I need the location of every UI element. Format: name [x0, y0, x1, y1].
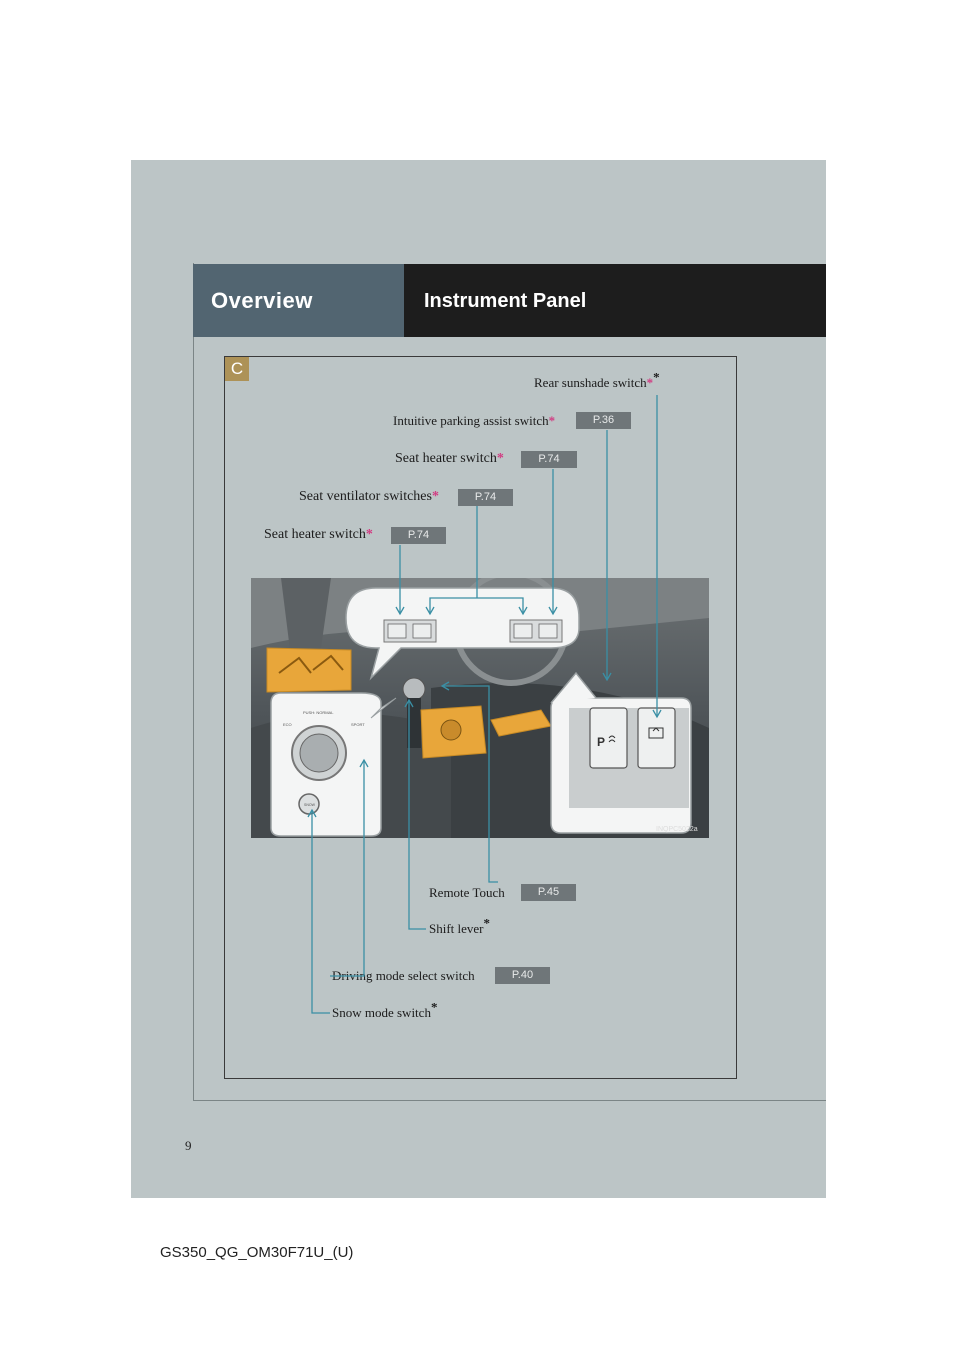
callout-label: Intuitive parking assist switch: [393, 413, 549, 428]
knob-label-sport: SPORT: [351, 722, 365, 727]
callout-rear-sunshade-switch: Rear sunshade switch**: [534, 371, 660, 391]
callout-label: Driving mode select switch: [332, 968, 475, 983]
image-reference-code: INQPC5022a: [656, 826, 698, 833]
page-number: 9: [185, 1138, 192, 1153]
callout-seat-heater-switch-left: Seat heater switch*: [264, 527, 373, 543]
callout-shift-lever: Shift lever*: [429, 917, 490, 937]
console-illustration: PUSH: NORMAL ECO SPORT SNOW P: [251, 578, 709, 838]
callout-driving-mode-select-switch: Driving mode select switch: [332, 968, 475, 984]
note-asterisk: *: [653, 369, 660, 385]
knob-label-normal: PUSH: NORMAL: [303, 710, 334, 715]
page-ref-tab[interactable]: P.74: [391, 527, 446, 544]
diagram-box: [224, 356, 737, 1079]
svg-text:P: P: [597, 735, 605, 749]
option-asterisk: *: [431, 489, 439, 504]
page-ref-tab[interactable]: P.45: [521, 884, 576, 901]
section-title: Overview: [211, 288, 313, 313]
callout-label: Seat heater switch: [395, 451, 497, 466]
section-badge: C: [225, 357, 249, 381]
callout-label: Remote Touch: [429, 885, 505, 900]
page-ref-tab[interactable]: P.40: [495, 967, 550, 984]
callout-label: Seat ventilator switches: [299, 489, 432, 504]
content-frame: [193, 263, 826, 1101]
instrument-panel-photo: PUSH: NORMAL ECO SPORT SNOW P INQPC5022a: [251, 578, 709, 838]
footer-document-code: GS350_QG_OM30F71U_(U): [160, 1244, 354, 1261]
page-ref-tab[interactable]: P.36: [576, 412, 631, 429]
header-section-block: Overview: [193, 264, 404, 337]
header-bar: Overview Instrument Panel: [193, 264, 826, 337]
option-asterisk: *: [646, 375, 654, 390]
knob-label-eco: ECO: [283, 722, 292, 727]
callout-seat-ventilator-switches: Seat ventilator switches*: [299, 489, 439, 505]
page-ref-tab[interactable]: P.74: [458, 489, 513, 506]
callout-label: Snow mode switch: [332, 1005, 431, 1020]
option-asterisk: *: [365, 527, 373, 542]
callout-label: Shift lever: [429, 921, 484, 936]
option-asterisk: *: [496, 451, 504, 466]
callout-snow-mode-switch: Snow mode switch*: [332, 1001, 437, 1021]
option-asterisk: *: [548, 413, 556, 428]
page-title: Instrument Panel: [424, 290, 587, 312]
callout-seat-heater-switch-right: Seat heater switch*: [395, 451, 504, 467]
page-ref-tab[interactable]: P.74: [521, 451, 577, 468]
note-asterisk: *: [483, 915, 491, 931]
callout-label: Rear sunshade switch: [534, 375, 647, 390]
callout-intuitive-parking-assist-switch: Intuitive parking assist switch*: [393, 413, 555, 429]
note-asterisk: *: [430, 999, 438, 1015]
callout-remote-touch: Remote Touch: [429, 885, 505, 901]
callout-label: Seat heater switch: [264, 527, 366, 542]
knob-label-snow: SNOW: [304, 803, 316, 807]
